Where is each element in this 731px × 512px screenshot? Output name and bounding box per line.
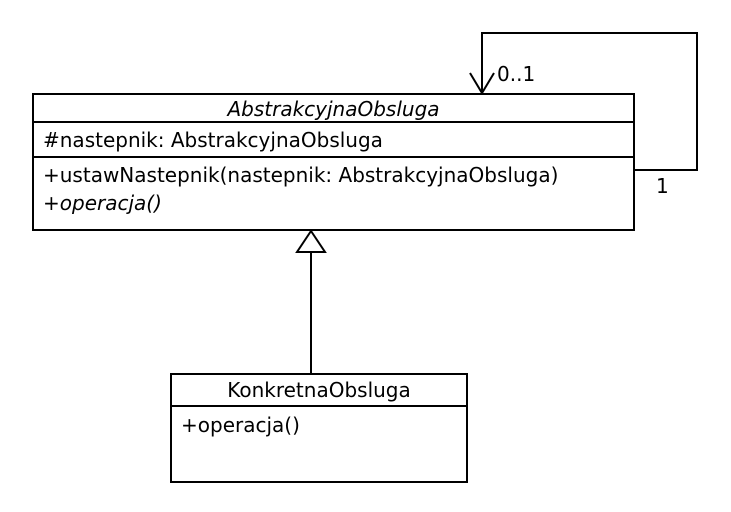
operation-ustawnastepnik: +ustawNastepnik(nastepnik: AbstrakcyjnaO… bbox=[43, 163, 559, 187]
multiplicity-target-0-1: 0..1 bbox=[497, 62, 536, 86]
class-operations-compartment: +operacja() bbox=[172, 405, 466, 481]
attribute-nastepnik: #nastepnik: AbstrakcyjnaObsluga bbox=[43, 128, 383, 152]
class-operations-compartment: +ustawNastepnik(nastepnik: AbstrakcyjnaO… bbox=[34, 156, 633, 229]
class-box-abstrakcyjnaobsluga[interactable]: AbstrakcyjnaObsluga #nastepnik: Abstrakc… bbox=[32, 93, 635, 231]
class-name-compartment: AbstrakcyjnaObsluga bbox=[34, 95, 633, 121]
operation-operacja: +operacja() bbox=[181, 413, 300, 437]
multiplicity-source-1: 1 bbox=[656, 174, 669, 198]
class-attributes-compartment: #nastepnik: AbstrakcyjnaObsluga bbox=[34, 121, 633, 156]
class-title-konkretnaobsluga: KonkretnaObsluga bbox=[227, 378, 411, 402]
operation-operacja-abstract: +operacja() bbox=[43, 191, 162, 215]
class-box-konkretnaobsluga[interactable]: KonkretnaObsluga +operacja() bbox=[170, 373, 468, 483]
generalization-arrowhead bbox=[295, 229, 327, 253]
class-title-abstrakcyjnaobsluga: AbstrakcyjnaObsluga bbox=[227, 97, 440, 121]
class-name-compartment: KonkretnaObsluga bbox=[172, 375, 466, 405]
